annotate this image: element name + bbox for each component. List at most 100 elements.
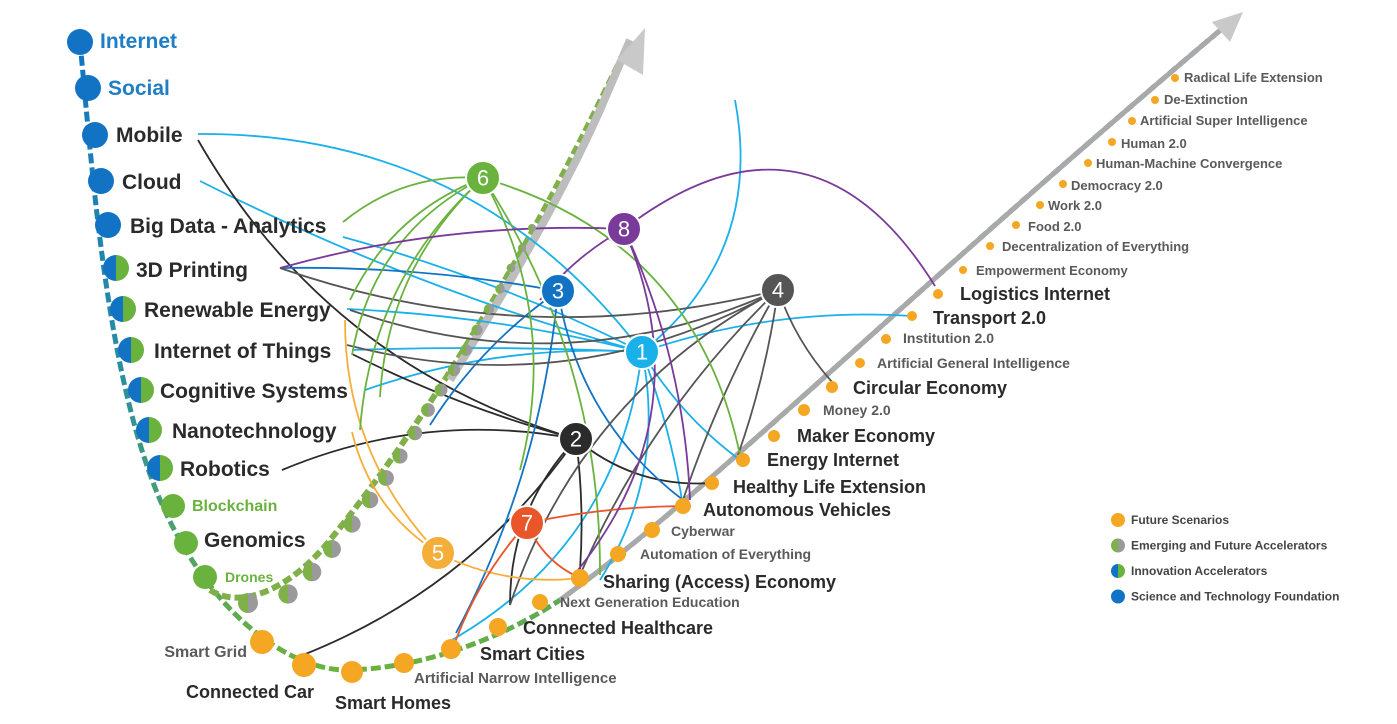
scenario-label-circular-economy: Circular Economy [853,378,1007,398]
emerging-chain-node [495,284,505,294]
scenario-node-human-machine-convergence [1084,159,1092,167]
legend-swatch-science-and-technology-foundation [1111,589,1125,604]
scenario-node-sharing-access-economy [571,569,589,587]
node-internet [67,29,93,55]
connection-line [623,168,936,287]
scenario-node-artificial-super-intelligence [1128,117,1136,125]
legend-label-emerging-and-future-accelerators: Emerging and Future Accelerators [1131,539,1328,553]
scenario-node-maker-economy [768,430,780,442]
scenario-node-transport-2-0 [907,311,917,321]
connection-line [429,290,559,426]
scenario-node-human-2-0 [1108,138,1116,146]
connection-line [197,133,643,353]
connection-line [344,319,439,554]
hub-3-circle [540,273,576,309]
scenario-label-smart-cities: Smart Cities [480,644,585,664]
connection-line [641,313,913,353]
connection-line [197,139,577,440]
connection-line [641,351,741,461]
emerging-chain-node [471,324,483,336]
connection-line [641,351,684,507]
emerging-chain-node [517,243,527,253]
scenario-label-automation-of-everything: Automation of Everything [640,546,811,562]
emerging-chain-node [447,363,461,377]
scenario-node-automation-of-everything [610,546,626,562]
scenario-node-logistics-internet [933,289,943,299]
label-cloud: Cloud [122,171,181,194]
scenario-node-decentralization-of-everything [986,242,994,250]
hub-6-number: 6 [477,166,489,191]
scenario-node-connected-healthcare [489,618,507,636]
label-blockchain: Blockchain [192,498,277,515]
connection-line [351,177,484,356]
scenario-node-democracy-2-0 [1059,180,1067,188]
node-drones [193,565,217,589]
scenario-node-de-extinction [1151,96,1159,104]
connection-line [623,228,691,501]
node-social [75,75,101,101]
emerging-chain-node [302,562,322,582]
connection-lines [197,99,936,656]
connection-line [279,226,625,269]
emerging-chain-node [483,303,495,315]
scenario-label-artificial-general-intelligence: Artificial General Intelligence [877,355,1070,371]
emerging-chain-node [361,491,379,509]
scenario-node-next-generation-education [532,594,548,610]
scenario-node-empowerment-economy [959,266,967,274]
hub-4-circle [760,272,796,308]
hub-3-number: 3 [552,279,564,304]
scenario-label-money-2-0: Money 2.0 [823,402,891,418]
scenario-label-artificial-narrow-intelligence: Artificial Narrow Intelligence [414,670,617,687]
emerging-chain-node [421,403,435,417]
scenario-label-work-2-0: Work 2.0 [1048,198,1102,213]
node-nanotechnology [136,417,162,443]
scenario-label-de-extinction: De-Extinction [1164,92,1248,107]
legend-swatch-emerging-and-future-accelerators [1111,538,1125,553]
scenario-label-artificial-super-intelligence: Artificial Super Intelligence [1140,113,1308,128]
node-robotics [147,455,173,481]
legend-swatch-innovation-accelerators [1111,564,1125,578]
label-robotics: Robotics [180,458,270,481]
node-3d-printing [103,255,129,281]
scenario-label-healthy-life-extension: Healthy Life Extension [733,477,926,497]
node-cloud [88,168,114,194]
connection-line [557,290,684,501]
label-genomics: Genomics [204,529,306,552]
label-internet-of-things: Internet of Things [154,340,331,363]
scenario-label-human-2-0: Human 2.0 [1121,136,1187,151]
scenario-node-work-2-0 [1036,201,1044,209]
future-arrow-head [1212,12,1243,42]
emerging-chain-node [392,448,408,464]
emerging-chain-node [343,515,361,533]
scenario-node-smart-cities [441,639,461,659]
emerging-chain-node [378,470,394,486]
scenario-node-cyberwar [644,522,660,538]
connection-line [482,177,741,456]
hub-6-circle [465,160,501,196]
scenario-label-smart-grid: Smart Grid [164,644,247,661]
node-mobile [82,122,108,148]
scenario-label-empowerment-economy: Empowerment Economy [976,263,1128,278]
scenario-label-logistics-internet: Logistics Internet [960,284,1110,304]
connection-line [281,428,577,471]
connection-line [737,289,779,456]
scenario-node-healthy-life-extension [705,476,719,490]
label-cognitive-systems: Cognitive Systems [160,380,348,403]
scenario-label-smart-homes: Smart Homes [335,693,451,713]
connection-line [451,351,643,641]
scenario-label-radical-life-extension: Radical Life Extension [1184,70,1323,85]
hub-2-circle [558,421,594,457]
scenario-node-food-2-0 [1012,221,1020,229]
connection-line [199,180,643,353]
scenario-label-next-generation-education: Next Generation Education [560,594,740,610]
scenario-node-artificial-general-intelligence [855,358,865,368]
node-genomics [174,531,198,555]
scenario-label-democracy-2-0: Democracy 2.0 [1071,178,1163,193]
scenario-label-autonomous-vehicles: Autonomous Vehicles [703,500,891,520]
connection-line [349,177,484,301]
scenario-label-energy-internet: Energy Internet [767,450,899,470]
scenario-node-energy-internet [736,453,750,467]
